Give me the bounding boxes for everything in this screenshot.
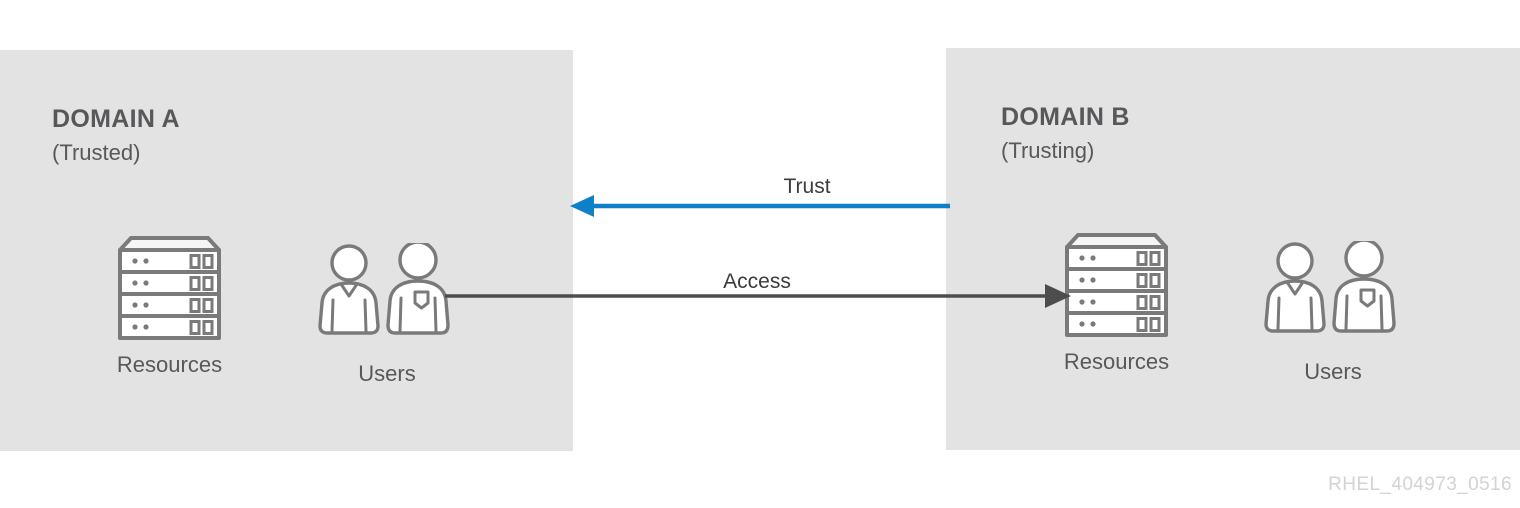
domain-b-title: DOMAIN B — [1001, 103, 1130, 131]
domain-b-users-caption: Users — [1304, 359, 1362, 384]
server-rack-icon — [118, 236, 221, 340]
domain-b-users-group: Users — [1259, 238, 1407, 384]
watermark-label: RHEL_404973_0516 — [1328, 474, 1512, 495]
domain-a-resources-group: Resources — [112, 224, 227, 377]
trust-arrow-label: Trust — [783, 175, 831, 198]
domain-b-resources-caption: Resources — [1063, 349, 1170, 374]
domain-b-heading: DOMAIN B (Trusting) — [1001, 105, 1130, 162]
access-arrow-label: Access — [723, 270, 791, 293]
domain-b-resources-group: Resources — [1059, 221, 1174, 374]
domain-a-title: DOMAIN A — [52, 105, 180, 133]
domain-a-heading: DOMAIN A (Trusted) — [52, 107, 180, 164]
domain-b-subtitle: (Trusting) — [1001, 138, 1095, 163]
domain-a-users-caption: Users — [358, 361, 416, 386]
domain-a-panel — [0, 50, 573, 451]
server-rack-icon — [1065, 233, 1168, 337]
domain-a-subtitle: (Trusted) — [52, 140, 141, 165]
users-icon — [1264, 238, 1396, 333]
trust-arrow — [570, 195, 950, 217]
domain-a-resources-caption: Resources — [116, 352, 223, 377]
domain-a-users-group: Users — [313, 240, 461, 386]
users-icon — [318, 240, 450, 335]
trust-arrow-label-wrap: Trust — [0, 175, 1520, 199]
access-arrow-label-wrap: Access — [0, 270, 1520, 294]
domain-b-panel — [946, 48, 1520, 450]
access-arrow — [445, 284, 1071, 308]
